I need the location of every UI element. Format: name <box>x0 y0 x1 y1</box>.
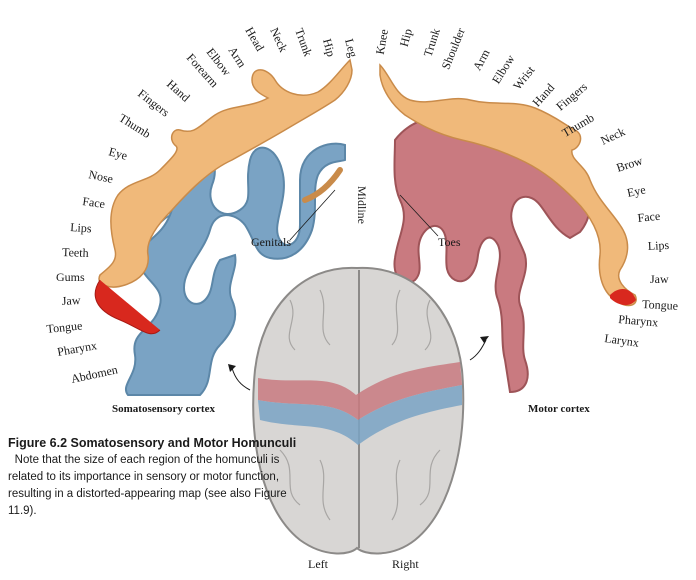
motor-label: Shoulder <box>439 26 468 71</box>
sensory-label: Jaw <box>61 293 81 308</box>
motor-cortex-title: Motor cortex <box>528 403 590 415</box>
arrow-head-sensory <box>228 364 236 372</box>
sensory-label: Tongue <box>46 318 83 336</box>
motor-label: Brow <box>615 153 645 175</box>
motor-label: Trunk <box>421 27 443 59</box>
sensory-label: Gums <box>56 270 85 284</box>
motor-label: Fingers <box>553 79 590 113</box>
sensory-label: Fingers <box>135 86 172 119</box>
sensory-label: Abdomen <box>70 362 119 386</box>
sensory-label: Face <box>82 194 106 211</box>
sensory-label: Pharynx <box>56 338 98 359</box>
sensory-label: Hand <box>164 77 193 105</box>
motor-label: Lips <box>647 238 669 253</box>
sensory-label: Lips <box>70 220 93 235</box>
brain-left-label: Left <box>308 557 329 571</box>
sensory-label: Teeth <box>62 245 89 260</box>
motor-label: Knee <box>373 28 391 55</box>
motor-label: Wrist <box>510 63 538 93</box>
motor-label: Eye <box>626 182 647 200</box>
motor-label: Neck <box>598 124 627 147</box>
sensory-label: Thumb <box>116 111 153 141</box>
toes-label: Toes <box>438 235 461 249</box>
motor-label: Tongue <box>642 297 679 313</box>
genitals-label: Genitals <box>251 235 291 249</box>
motor-label: Hip <box>397 27 415 48</box>
figure-caption: Figure 6.2 Somatosensory and Motor Homun… <box>8 435 313 519</box>
midline-label: Midline <box>355 186 369 224</box>
arrow-to-motor <box>470 340 486 360</box>
caption-title: Figure 6.2 Somatosensory and Motor Homun… <box>8 436 296 450</box>
brain-right-label: Right <box>392 557 419 571</box>
somatosensory-cortex-title: Somatosensory cortex <box>112 403 215 415</box>
sensory-label: Hip <box>320 37 338 58</box>
arrow-head-motor <box>480 336 489 343</box>
sensory-label: Neck <box>267 25 290 54</box>
sensory-label: Leg <box>342 37 360 59</box>
motor-label: Face <box>637 209 661 225</box>
sensory-label: Nose <box>87 167 114 186</box>
motor-label: Jaw <box>650 272 669 286</box>
motor-label: Larynx <box>604 331 640 350</box>
sensory-label: Eye <box>107 144 129 162</box>
arrow-to-sensory <box>232 368 250 390</box>
motor-label: Pharynx <box>618 312 659 329</box>
motor-label: Hand <box>529 81 557 110</box>
caption-body: Note that the size of each region of the… <box>8 454 287 517</box>
motor-label: Arm <box>470 46 493 73</box>
sensory-label: Trunk <box>292 26 315 58</box>
sensory-label: Head <box>242 25 267 54</box>
